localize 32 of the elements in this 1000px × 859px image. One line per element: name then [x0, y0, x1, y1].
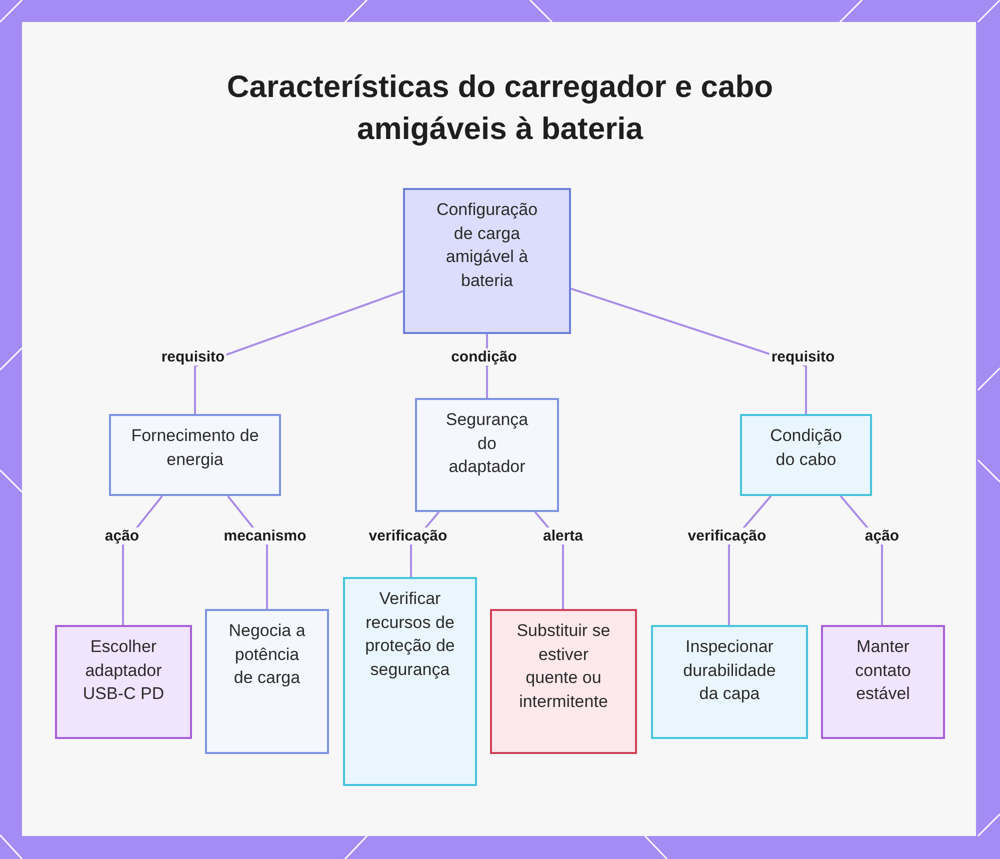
- box-label: Substituir se estiver quente ou intermitente: [516, 620, 612, 712]
- diagram-title: Características do carregador e cabo amigáveis à bateria: [226, 68, 774, 148]
- edge-label: verificação: [366, 528, 450, 544]
- concept-box: [403, 188, 571, 334]
- box-label: Negocia a potência de carga: [228, 620, 306, 689]
- box-label: Verificar recursos de proteção de segurança: [365, 588, 455, 681]
- box-label: Condição do cabo: [769, 425, 843, 470]
- connector-line: [194, 290, 404, 414]
- box-label: Escolher adaptador USB-C PD: [82, 636, 166, 705]
- edge-label: alerta: [540, 528, 586, 544]
- concept-box: [651, 625, 808, 739]
- edge-label: ação: [102, 528, 142, 544]
- edge-label: requisito: [769, 348, 837, 366]
- connector-line: [570, 288, 807, 414]
- box-label: Configuração de carga amigável à bateria: [435, 199, 539, 292]
- edge-label: verificação: [686, 528, 768, 544]
- concept-box: [740, 414, 872, 496]
- concept-box: [343, 577, 477, 786]
- concept-box: [415, 398, 559, 512]
- concept-box: [490, 609, 637, 754]
- concept-box: [821, 625, 945, 739]
- concept-box: [109, 414, 281, 496]
- box-label: Inspecionar durabilidade da capa: [682, 636, 777, 705]
- concept-box: [55, 625, 192, 739]
- edge-label: condição: [449, 348, 519, 366]
- edge-label: requisito: [159, 348, 227, 366]
- edge-label: ação: [862, 528, 902, 544]
- box-label: Manter contato estável: [854, 636, 912, 705]
- box-label: Segurança do adaptador: [444, 409, 530, 478]
- box-label: Fornecimento de energia: [131, 425, 259, 470]
- edge-label: mecanismo: [222, 528, 308, 544]
- concept-box: [205, 609, 329, 754]
